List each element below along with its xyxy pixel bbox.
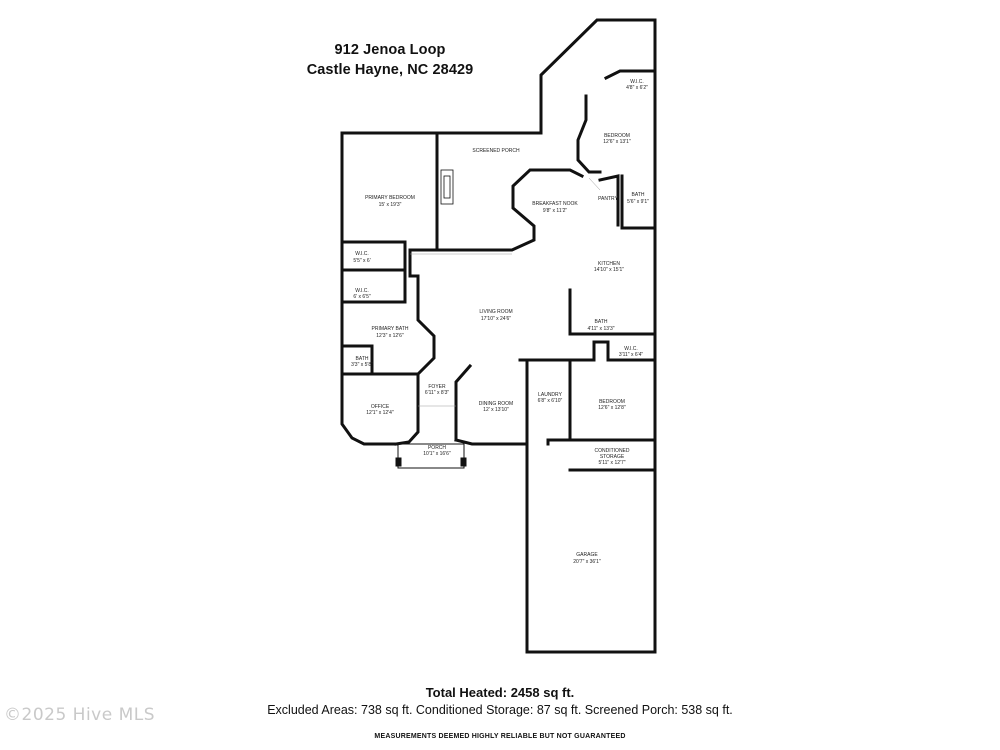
wall-bedroom-west: [576, 94, 602, 174]
room-dims: 4'8" x 6'2": [626, 85, 648, 91]
window-line: [588, 177, 601, 191]
address-line-2: Castle Hayne, NC 28429: [306, 62, 474, 78]
room-label: BATH: [356, 356, 369, 362]
wall-bath-right: [620, 174, 657, 230]
room-dims: 6'8" x 6'10": [538, 398, 563, 404]
room-label: LIVING ROOM: [479, 309, 512, 315]
address-line-1: 912 Jenoa Loop: [334, 42, 446, 58]
room-label: W.I.C.: [355, 288, 369, 294]
fireplace-inner: [443, 175, 451, 199]
room-label: W.I.C.: [624, 346, 638, 352]
excluded-areas: Excluded Areas: 738 sq ft. Conditioned S…: [267, 703, 733, 717]
room-dims: 17'10" x 24'6": [481, 316, 511, 322]
room-label: BEDROOM: [604, 133, 630, 139]
room-label: W.I.C.: [630, 79, 644, 85]
wall-garage: [525, 442, 657, 654]
room-dims: 12'6" x 13'1": [603, 139, 631, 145]
room-dims: 5'5" x 6': [353, 258, 370, 264]
room-label: PANTRY: [598, 196, 618, 202]
room-label: STORAGE: [600, 454, 625, 460]
wall-wic-left: [340, 240, 407, 304]
room-label: DINING ROOM: [479, 401, 513, 407]
wall-primary-bedroom-top: [340, 131, 439, 252]
room-label: FOYER: [428, 384, 446, 390]
room-dims: 12'6" x 12'8": [598, 405, 626, 411]
wall-screened-porch-top: [435, 18, 657, 472]
room-label: W.I.C.: [355, 251, 369, 257]
wall-wic-right: [592, 340, 657, 362]
wall-primary-bath-bottom: [340, 344, 374, 376]
room-label: KITCHEN: [598, 261, 620, 267]
room-dims: 14'10" x 15'1": [594, 267, 624, 273]
fireplace: [440, 169, 454, 205]
room-label: LAUNDRY: [538, 392, 562, 398]
room-label: PRIMARY BEDROOM: [365, 195, 415, 201]
wall-bedroom-lower: [568, 340, 596, 362]
room-dims: 9'8" x 11'2": [543, 208, 567, 214]
property-address: 912 Jenoa Loop Castle Hayne, NC 28429: [280, 40, 500, 80]
room-label: BATH: [595, 319, 608, 325]
wall-kitchen-bottom: [568, 288, 657, 336]
room-label: BATH: [632, 192, 645, 198]
room-label: OFFICE: [371, 404, 390, 410]
room-label: PORCH: [428, 445, 446, 451]
wall-left-exterior: [340, 131, 398, 446]
room-dims: 5'11" x 12'7": [598, 460, 625, 466]
porch-rect: [397, 443, 465, 469]
wall-breakfast-nook: [408, 168, 585, 252]
watermark: ©2025 Hive MLS: [4, 705, 156, 725]
room-dims: 4'11" x 13'3": [587, 326, 614, 332]
wall-foyer-left: [394, 372, 420, 446]
total-heated: Total Heated: 2458 sq ft.: [425, 685, 575, 700]
room-label: BREAKFAST NOOK: [532, 201, 578, 207]
room-dims: 6'11" x 8'3": [425, 390, 449, 396]
room-dims: 12' x 13'10": [483, 407, 509, 413]
wall-living-left: [340, 248, 436, 376]
exterior-walls: [340, 18, 657, 654]
room-dims: 5'6" x 9'1": [627, 199, 649, 205]
porch-post-right: [460, 457, 467, 467]
wall-foyer-right: [454, 363, 473, 442]
room-label: GARAGE: [576, 552, 598, 558]
room-dims: 3'11" x 6'4": [619, 352, 643, 358]
room-dims: 15' x 19'3": [379, 202, 402, 208]
wall-bedroom-bay: [603, 69, 657, 81]
room-label: BEDROOM: [599, 399, 625, 405]
room-dims: 6' x 6'5": [353, 294, 371, 300]
room-dims: 12'1" x 12'4": [366, 410, 394, 416]
room-dims: 3'3" x 5'8": [351, 362, 373, 368]
porch-post-left: [395, 457, 402, 467]
room-dims: 12'3" x 12'6": [376, 333, 404, 339]
room-label: CONDITIONED: [595, 448, 630, 454]
room-label: SCREENED PORCH: [472, 148, 520, 154]
thin-lines: [410, 177, 601, 407]
room-label: PRIMARY BATH: [372, 326, 409, 332]
porch-outline: [395, 443, 467, 469]
disclaimer: MEASUREMENTS DEEMED HIGHLY RELIABLE BUT …: [374, 733, 626, 740]
wall-pantry: [598, 174, 620, 227]
room-dims: 10'1" x 16'6": [423, 451, 451, 457]
room-dims: 20'7" x 36'1": [573, 559, 601, 565]
